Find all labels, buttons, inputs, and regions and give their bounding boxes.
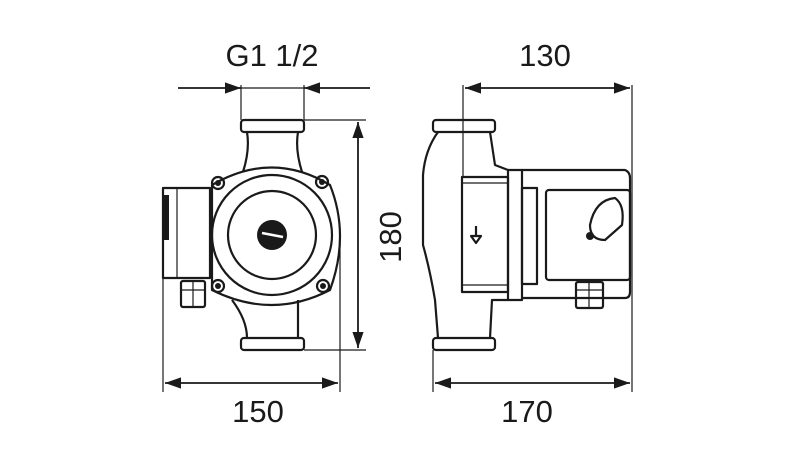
side-depth-label: 170 (501, 394, 553, 429)
front-view (161, 118, 342, 352)
dimension-lines (162, 82, 633, 392)
height-label: 180 (373, 211, 408, 263)
front-width-label: 150 (232, 394, 284, 429)
connection-size-label: G1 1/2 (225, 38, 318, 73)
bolts (210, 174, 331, 294)
side-view (421, 118, 632, 352)
flow-direction-arrow-icon (469, 226, 483, 245)
motor-width-label: 130 (519, 38, 571, 73)
